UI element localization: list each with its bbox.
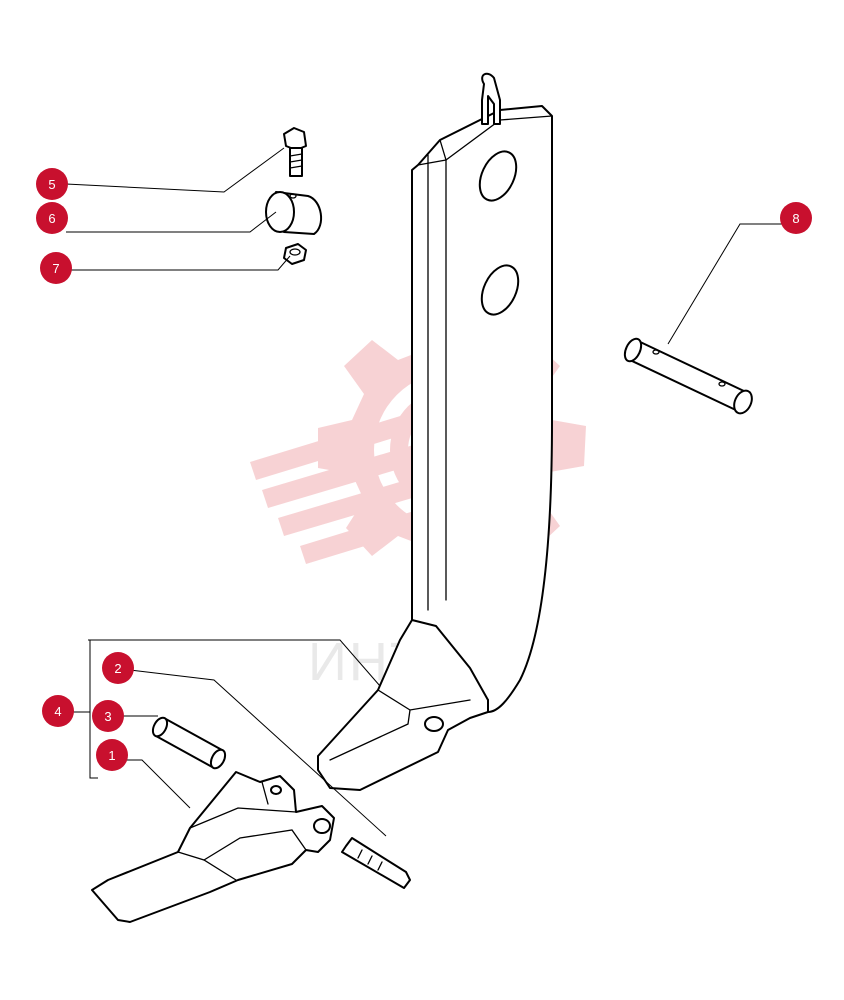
nut-icon xyxy=(283,243,307,265)
bolt-icon xyxy=(283,127,307,177)
leader-5 xyxy=(65,147,285,193)
leader-7 xyxy=(70,255,291,271)
callout-7-label: 7 xyxy=(52,261,59,276)
callout-1: 1 xyxy=(96,739,128,771)
callout-2-label: 2 xyxy=(114,661,121,676)
leader-6 xyxy=(66,211,277,233)
leader-4-top xyxy=(88,639,381,687)
leader-lines xyxy=(65,147,786,837)
callout-8: 8 xyxy=(780,202,812,234)
callout-5-label: 5 xyxy=(48,177,55,192)
collar-icon xyxy=(265,191,323,235)
callout-6: 6 xyxy=(36,202,68,234)
sleeve-pin-icon xyxy=(151,716,227,770)
callout-8-label: 8 xyxy=(792,211,799,226)
mounted-tooth xyxy=(317,619,489,791)
callout-4-label: 4 xyxy=(54,704,61,719)
retaining-pin-icon xyxy=(341,837,411,889)
callouts: 1 2 3 4 5 6 7 8 xyxy=(36,168,812,771)
callout-2: 2 xyxy=(102,652,134,684)
shank-pin-icon xyxy=(623,337,753,415)
assembly-bracket xyxy=(89,640,98,779)
callout-5: 5 xyxy=(36,168,68,200)
callout-7: 7 xyxy=(40,252,72,284)
callout-3-label: 3 xyxy=(104,709,111,724)
callout-4: 4 xyxy=(42,695,74,727)
leader-8 xyxy=(667,223,786,345)
callout-3: 3 xyxy=(92,700,124,732)
leader-1 xyxy=(122,759,191,809)
callout-6-label: 6 xyxy=(48,211,55,226)
tooth-icon xyxy=(91,771,335,923)
leader-2 xyxy=(129,669,387,837)
callout-1-label: 1 xyxy=(108,748,115,763)
ripper-shank xyxy=(411,72,553,713)
